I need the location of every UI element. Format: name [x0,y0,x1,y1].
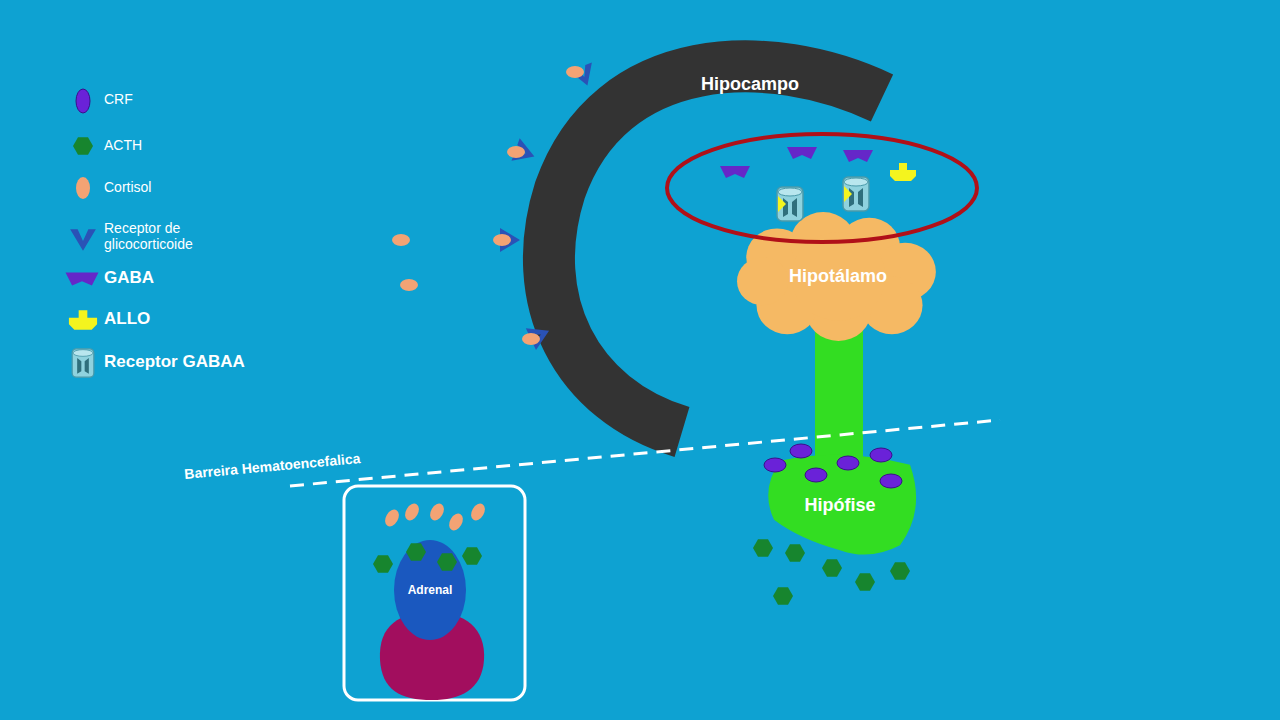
legend-label: ACTH [104,137,244,153]
legend-label: Cortisol [104,179,244,195]
legend-label: ALLO [104,309,264,329]
hypothalamus-shape: Hipotálamo [736,214,941,339]
region-label: Hipocampo [693,69,807,99]
adrenal-shape: Adrenal [394,540,466,640]
node-label: Hipófise [804,495,875,516]
node-label: Adrenal [408,583,453,597]
legend-label: Receptor de glicocorticoide [104,220,234,252]
node-label: Hipotálamo [789,266,887,287]
node-label: Hipocampo [701,74,799,95]
legend-label: CRF [104,91,244,107]
pituitary-shape: Hipófise [760,451,920,559]
legend-label: GABA [104,268,264,288]
legend-label: Receptor GABAA [104,352,284,372]
pituitary-stalk [815,327,863,464]
barrier-label: Barreira Hematoencefalica [183,450,360,482]
